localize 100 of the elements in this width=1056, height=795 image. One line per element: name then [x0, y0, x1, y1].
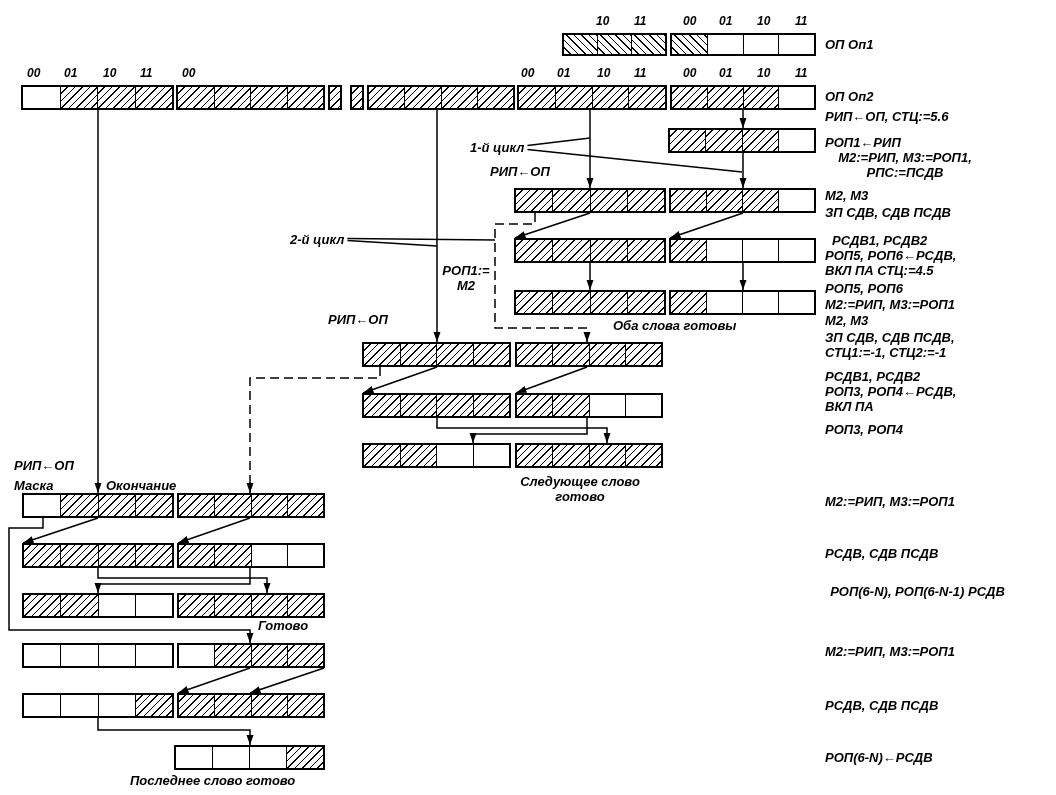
callout-text: 1-й цикл	[470, 140, 525, 155]
operation-note: РСДВ1, РСДВ2	[832, 233, 928, 248]
register-word	[515, 342, 663, 367]
operation-note: РОП(6-N)←РСДВ	[825, 750, 933, 765]
operation-note: М2:=РИП, М3:=РОП1	[825, 297, 955, 312]
register-word	[514, 238, 666, 263]
annotation-text: Окончание	[106, 478, 177, 493]
arrow	[436, 417, 611, 444]
bit-number: 10	[757, 66, 771, 81]
register-word	[668, 128, 816, 153]
annotation-text: РИП←ОП	[490, 164, 550, 179]
register-word	[22, 543, 174, 568]
operation-note: РОП1←РИП	[825, 135, 901, 150]
operation-note: РОП3, РОП4←РСДВ, ВКЛ ПА	[825, 384, 958, 414]
bit-number: 11	[140, 66, 153, 81]
arrow	[669, 212, 744, 239]
register-word	[177, 543, 325, 568]
leader-line	[526, 137, 591, 147]
arrow	[586, 262, 594, 291]
register-word	[362, 342, 511, 367]
operation-note: М2:=РИП, М3:=РОП1	[825, 494, 955, 509]
register-word	[22, 493, 174, 518]
register-word	[562, 33, 667, 56]
operation-note: М2, М3	[825, 313, 869, 328]
arrow	[469, 417, 588, 444]
register-word	[174, 745, 325, 770]
register-word	[22, 643, 174, 668]
arrow	[94, 109, 102, 494]
register-word	[517, 85, 667, 110]
register-word	[670, 33, 816, 56]
register-word	[177, 643, 325, 668]
arrow	[739, 262, 747, 291]
bit-number: 00	[521, 66, 535, 81]
arrow	[362, 366, 438, 394]
arrow	[515, 366, 588, 394]
arrow	[97, 717, 254, 746]
register-word	[514, 188, 666, 213]
register-word	[22, 693, 174, 718]
operation-note: РСДВ, СДВ ПСДВ	[825, 546, 939, 561]
arrow	[177, 517, 251, 544]
register-word	[177, 693, 325, 718]
bit-number: 11	[634, 14, 647, 29]
register-word	[669, 290, 816, 315]
leader-line	[346, 239, 438, 247]
operation-note: М2:=РИП, М3:=РОП1	[825, 644, 955, 659]
bit-number: 00	[683, 14, 697, 29]
arrow	[249, 667, 325, 694]
bit-number: 11	[795, 14, 808, 29]
register-word	[362, 393, 511, 418]
arrow	[739, 109, 747, 129]
leader-line	[526, 148, 743, 173]
operation-note: РОП5, РОП6	[825, 281, 903, 296]
register-word	[367, 85, 515, 110]
operation-note: М2, М3	[825, 188, 869, 203]
operation-note: РСДВ, СДВ ПСДВ	[825, 698, 939, 713]
bit-number: 10	[597, 66, 611, 81]
caption-text: Следующее слово готово	[519, 474, 641, 504]
register-name: ОП Оп1	[825, 37, 874, 52]
arrow	[8, 517, 254, 644]
operation-note: РОП3, РОП4	[825, 422, 903, 437]
register-word	[515, 393, 663, 418]
register-word	[177, 593, 325, 618]
arrow	[739, 152, 747, 189]
bit-number: 10	[757, 14, 771, 29]
operation-note: РИП←ОП, СТЦ:=5.6	[825, 109, 949, 124]
arrow	[177, 667, 251, 694]
caption-text: Последнее слово готово	[130, 773, 296, 788]
bit-number: 01	[557, 66, 571, 81]
bit-number: 01	[719, 14, 733, 29]
arrow	[514, 212, 591, 239]
arrow	[433, 109, 441, 343]
operation-note: РОП5, РОП6←РСДВ, ВКЛ ПА СТЦ:=4.5	[825, 248, 958, 278]
annotation-text: РОП1:= М2	[441, 263, 491, 293]
arrow	[494, 212, 591, 343]
bit-number: 00	[683, 66, 697, 81]
register-word	[362, 443, 511, 468]
callout-text: 2-й цикл	[290, 232, 345, 247]
register-word	[514, 290, 666, 315]
caption-text: Готово	[258, 618, 309, 633]
register-word	[22, 593, 174, 618]
register-word	[669, 188, 816, 213]
bit-number: 11	[795, 66, 808, 81]
register-word	[670, 85, 816, 110]
bit-number: 01	[64, 66, 78, 81]
arrow	[22, 517, 99, 544]
bit-number: 00	[182, 66, 196, 81]
leader-line	[346, 237, 496, 241]
arrow	[246, 366, 381, 494]
arrow	[586, 109, 594, 189]
operation-note: ЗП СДВ, СДВ ПСДВ, СТЦ1:=-1, СТЦ2:=-1	[825, 330, 956, 360]
register-name: ОП Оп2	[825, 89, 874, 104]
caption-text: Оба слова готовы	[613, 318, 737, 333]
operation-note: РСДВ1, РСДВ2	[825, 369, 921, 384]
register-word	[177, 493, 325, 518]
annotation-text: РИП←ОП	[328, 312, 388, 327]
register-word	[176, 85, 325, 110]
register-word	[669, 238, 816, 263]
bit-number: 10	[103, 66, 117, 81]
operation-note: М2:=РИП, М3:=РОП1, РПС:=ПСДВ	[837, 150, 973, 180]
bit-number: 00	[27, 66, 41, 81]
